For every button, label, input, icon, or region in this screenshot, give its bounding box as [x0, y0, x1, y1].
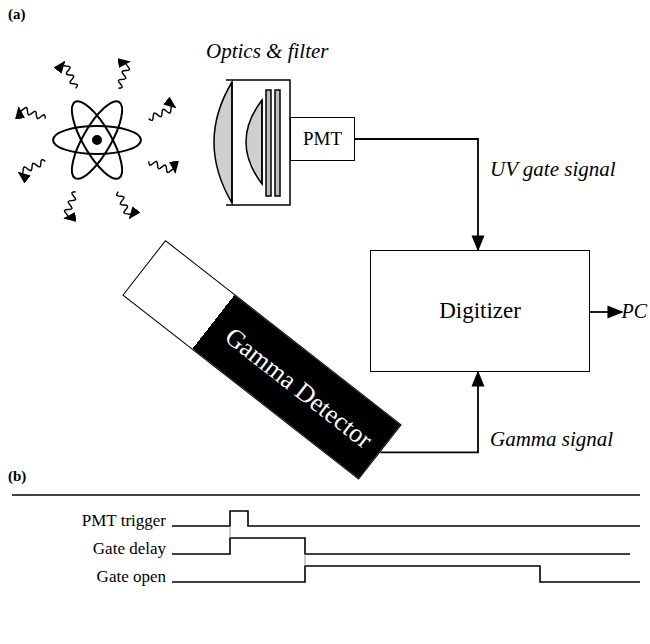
output-arrow: [590, 311, 622, 313]
emission-wave: [118, 62, 129, 89]
signal-name: Gate open: [97, 568, 166, 587]
signal-name: PMT trigger: [82, 512, 166, 531]
signal-label: Gamma signal: [490, 428, 613, 451]
node-text: Gamma Detector: [219, 322, 378, 455]
optics-housing: [214, 80, 290, 205]
atom-symbol: [53, 95, 141, 185]
emission-wave: [149, 106, 176, 121]
detector-box: PMT: [290, 117, 355, 161]
optics-label: Optics & filter: [206, 40, 329, 63]
signal-label: UV gate signal: [490, 158, 616, 181]
panel-label: (b): [8, 468, 26, 485]
signal-line: [380, 372, 478, 452]
signal-line: [355, 139, 478, 250]
emission-wave: [65, 192, 76, 219]
panel-label: (a): [8, 6, 26, 23]
digitizer-box: Digitizer: [370, 250, 590, 372]
node-text: PMT: [303, 128, 342, 150]
emission-waves: [19, 62, 176, 219]
emission-wave: [19, 160, 46, 175]
output-label: PC: [621, 300, 647, 322]
emission-wave: [63, 62, 78, 89]
gamma-detector: Gamma Detector: [122, 240, 402, 480]
node-text: Digitizer: [439, 298, 521, 324]
signal-name: Gate delay: [93, 540, 166, 559]
emission-wave: [149, 161, 176, 172]
emission-wave: [19, 108, 46, 119]
emission-wave: [117, 192, 132, 219]
